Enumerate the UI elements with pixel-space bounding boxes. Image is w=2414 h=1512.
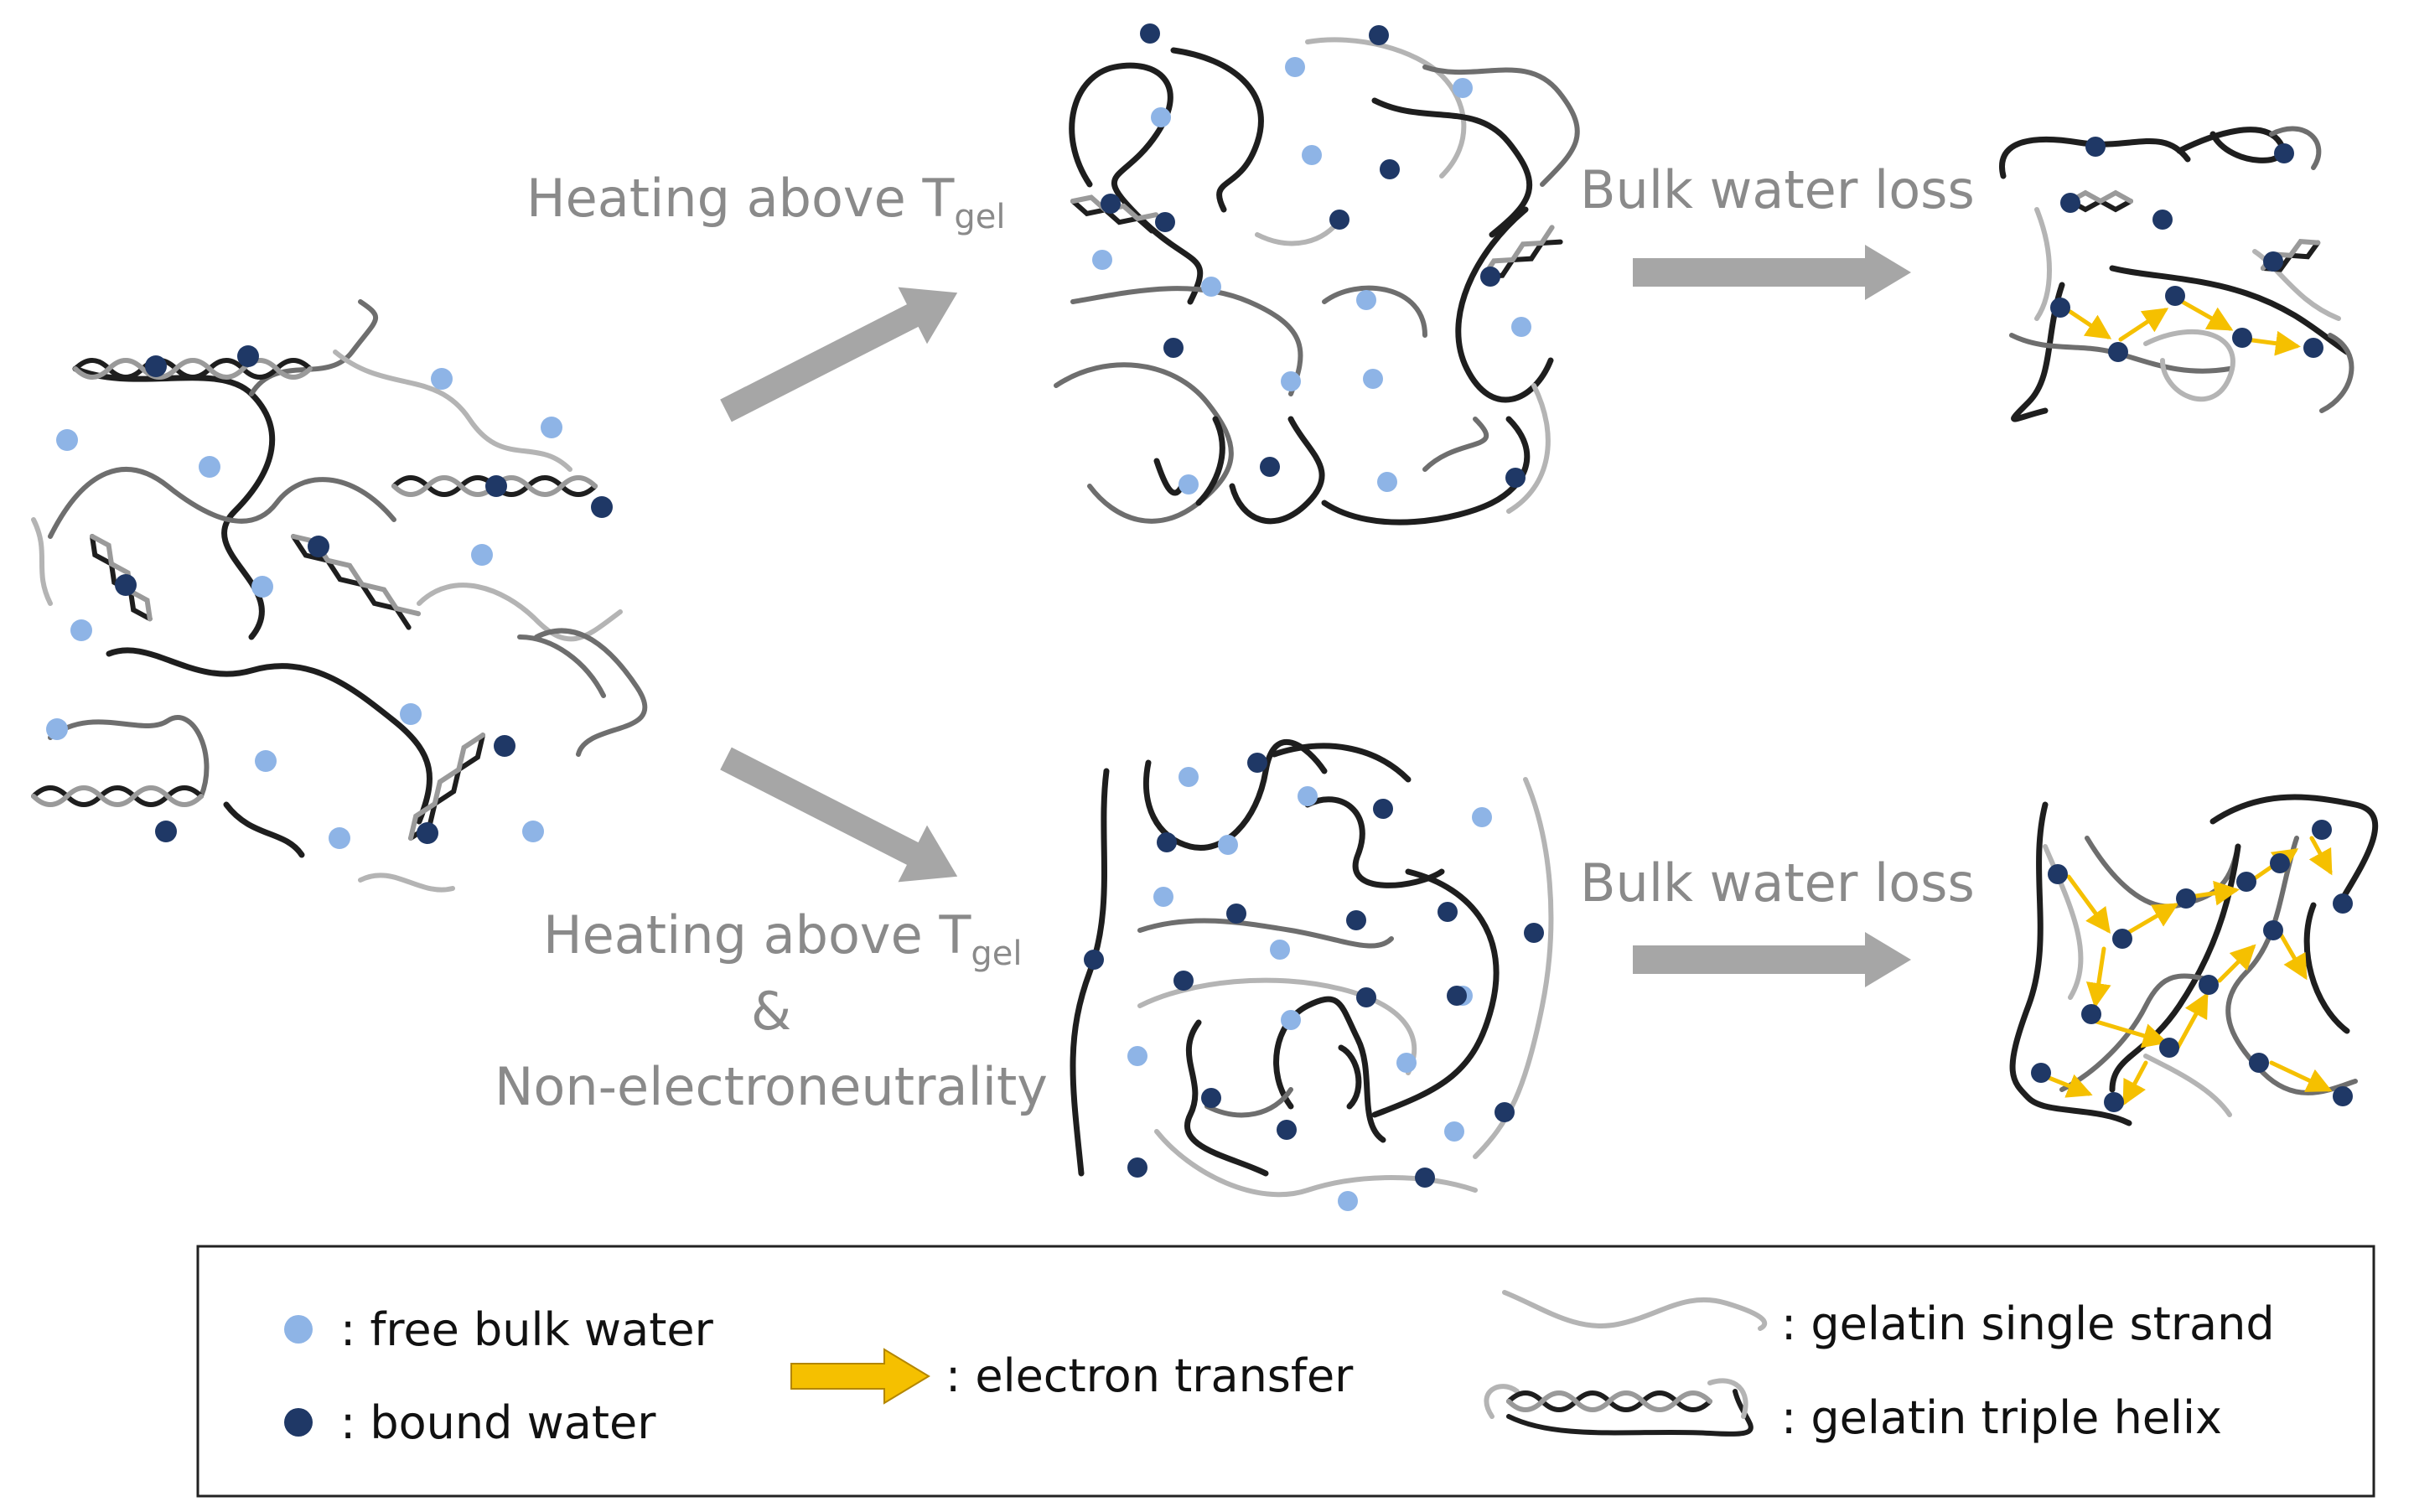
bottom-heated-network: [1070, 739, 1554, 1211]
legend-bound-water: : bound water: [340, 1396, 656, 1449]
legend-box: [196, 1245, 2375, 1498]
bottom-condition-label: Non-electroneutrality: [495, 1056, 1048, 1117]
top-heating-label: Heating above Tgel: [526, 168, 1005, 236]
initial-gel-network: [31, 299, 648, 893]
top-water-loss-label: Bulk water loss: [1580, 159, 1975, 220]
bottom-water-loss-label: Bulk water loss: [1580, 852, 1975, 914]
gelatin-triple-helices: [31, 358, 598, 841]
legend-single-strand: : gelatin single strand: [1781, 1297, 2275, 1350]
top-dried-network: [1999, 126, 2354, 422]
free-bulk-water-molecules: [46, 368, 562, 849]
electron-transfer-arrow-icon: [790, 1348, 930, 1405]
legend-triple-helix: : gelatin triple helix: [1781, 1391, 2222, 1444]
arrow-top-water-loss: [1633, 245, 1911, 300]
arrow-bottom-water-loss: [1633, 932, 1911, 987]
triple-helix-icon: [1484, 1378, 1754, 1437]
single-strand-icon: [1502, 1290, 1768, 1331]
bound-water-molecules: [115, 345, 613, 844]
arrow-to-bottom-heated: [720, 747, 958, 883]
legend-electron-transfer: : electron transfer: [945, 1349, 1354, 1402]
legend-free-bulk-water: : free bulk water: [340, 1303, 714, 1356]
top-heated-network: [1054, 23, 1580, 526]
free-bulk-water-swatch: [284, 1315, 313, 1344]
arrow-to-top-heated: [720, 287, 958, 422]
bottom-dried-network: [2009, 794, 2379, 1126]
bound-water-swatch: [284, 1408, 313, 1437]
gelatin-single-strands: [31, 299, 648, 893]
legend: : free bulk water : bound water : electr…: [196, 1245, 2375, 1498]
process-arrows: [720, 245, 1911, 987]
bottom-and-label: &: [751, 981, 791, 1042]
bottom-heating-label: Heating above Tgel: [543, 904, 1022, 973]
